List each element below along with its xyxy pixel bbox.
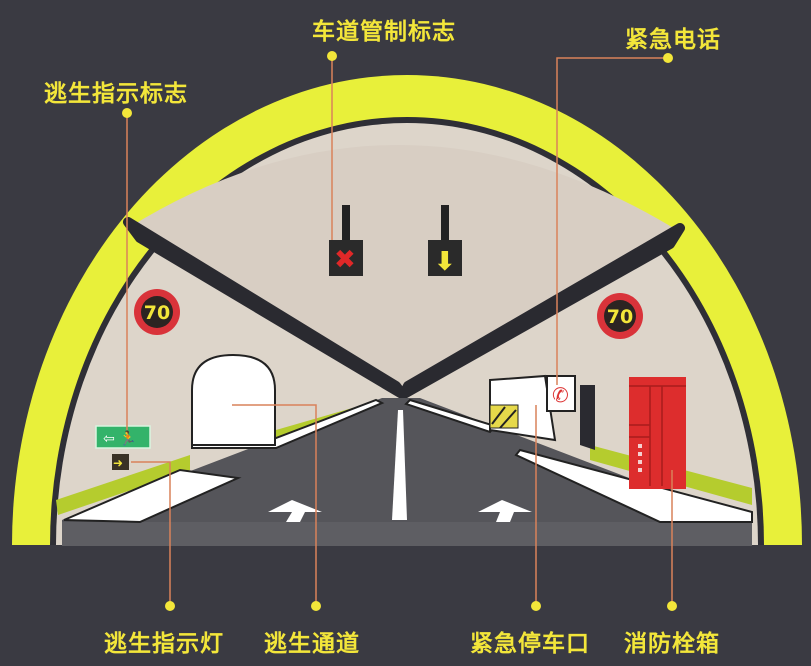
leader-lines bbox=[126, 57, 673, 605]
phone-niche bbox=[580, 385, 595, 450]
running-man-icon: ⇦ 🏃 bbox=[103, 430, 137, 447]
road-base bbox=[62, 522, 752, 546]
signal-pole-left bbox=[342, 205, 350, 241]
label-evacuation-sign: 逃生指示标志 bbox=[44, 81, 188, 107]
leader-emergency-phone bbox=[556, 57, 668, 385]
leader-dots bbox=[122, 51, 677, 611]
leader-evacuation-light bbox=[131, 461, 171, 605]
sidewalk-right-far bbox=[404, 398, 497, 434]
sidewalk-left-near bbox=[63, 468, 242, 524]
leader-escape-passage bbox=[232, 404, 317, 605]
label-escape-passage: 逃生通道 bbox=[264, 631, 360, 657]
emergency-phone-box bbox=[546, 375, 576, 412]
center-line bbox=[392, 410, 407, 520]
red-x-icon: ✖ bbox=[334, 245, 356, 275]
stripe-lines bbox=[491, 406, 517, 429]
telephone-icon: ✆ bbox=[552, 383, 569, 407]
evacuation-light bbox=[112, 454, 129, 470]
lane-signal-open bbox=[428, 240, 462, 276]
speed-limit-sign-right: 70 bbox=[597, 293, 643, 339]
label-evacuation-light: 逃生指示灯 bbox=[104, 631, 224, 657]
yellow-down-arrow-icon: ⬇ bbox=[434, 247, 456, 277]
fire-box-buttons bbox=[638, 444, 642, 472]
warning-stripes bbox=[489, 404, 519, 429]
road bbox=[62, 398, 752, 545]
evacuation-sign bbox=[95, 425, 151, 449]
signal-pole-right bbox=[441, 205, 449, 241]
label-lane-control-sign: 车道管制标志 bbox=[312, 19, 456, 45]
speed-limit-value: 70 bbox=[144, 302, 170, 324]
speed-limit-sign-left: 70 bbox=[134, 289, 180, 335]
arrow-right-icon: ➜ bbox=[113, 456, 123, 470]
label-fire-hydrant-box: 消防栓箱 bbox=[624, 631, 720, 657]
speed-limit-value: 70 bbox=[607, 306, 633, 328]
escape-passage-door bbox=[191, 353, 276, 446]
fire-hydrant-box bbox=[629, 377, 686, 489]
lane-signal-closed bbox=[329, 240, 363, 276]
wall-stripe-left bbox=[56, 455, 190, 515]
lane-arrow-right bbox=[478, 500, 532, 522]
lane-arrow-left bbox=[268, 500, 322, 522]
ceiling-edge-right bbox=[399, 223, 685, 399]
label-emergency-phone: 紧急电话 bbox=[625, 27, 721, 53]
label-emergency-parking-bay: 紧急停车口 bbox=[470, 631, 590, 657]
tunnel-ceiling bbox=[128, 144, 680, 392]
fire-box-door-lines bbox=[629, 385, 686, 486]
